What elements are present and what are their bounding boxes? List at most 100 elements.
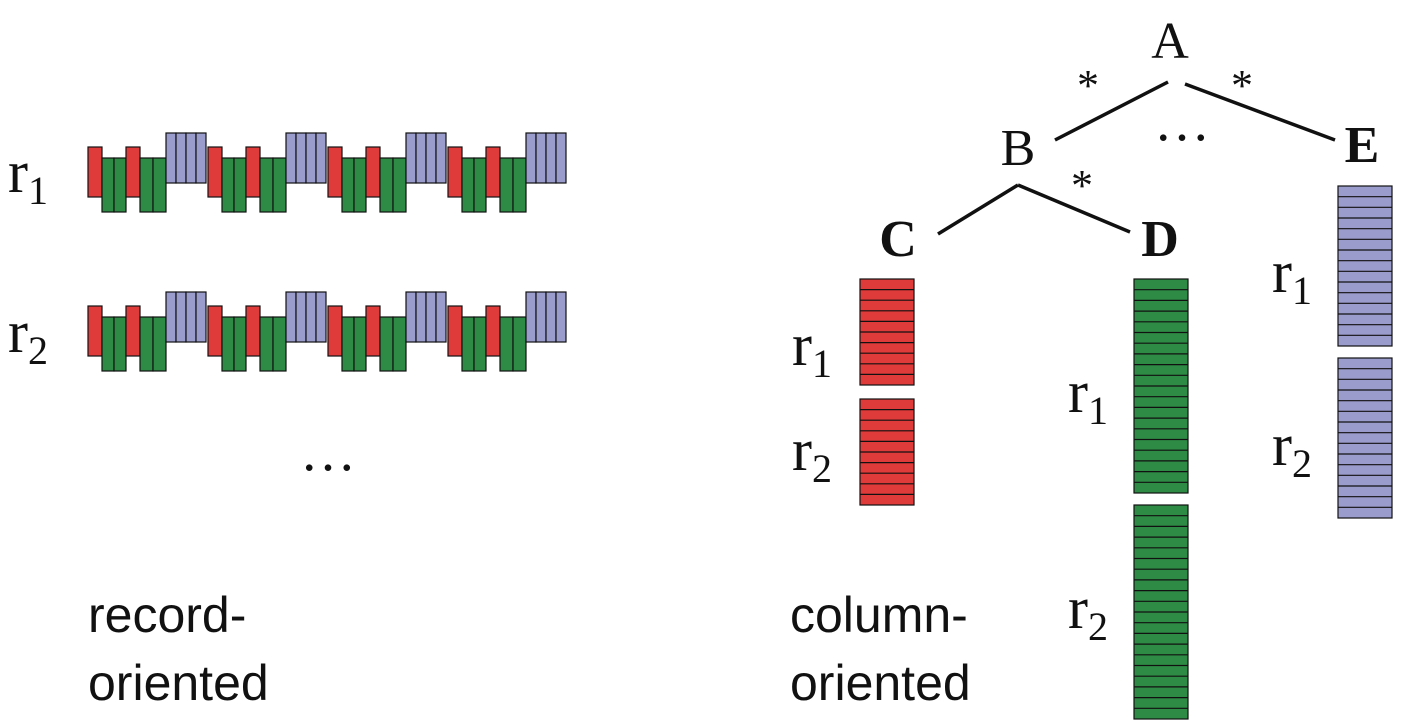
record-block-c (87, 146, 103, 198)
record-block-c (245, 146, 261, 198)
column-e-r1-block (1337, 185, 1393, 347)
record-block-d (473, 316, 487, 372)
record-block-e (195, 291, 207, 343)
record-block-c (125, 305, 141, 357)
record-block-d (272, 157, 287, 213)
record-block-e (545, 291, 557, 343)
record-block-d (499, 157, 514, 213)
repeat-star-ae: * (1231, 61, 1253, 110)
column-oriented-panel: A B E C D * * * … r1 r2 r1 r2 r1 r2 colu… (790, 13, 1393, 720)
record-row-2-label: r2 (8, 299, 48, 373)
record-block-e (435, 132, 447, 184)
record-ellipsis: … (300, 421, 356, 483)
record-block-d (392, 316, 407, 372)
record-strip-r1 (87, 132, 567, 213)
record-block-e (305, 132, 317, 184)
record-block-d (221, 316, 235, 372)
node-e: E (1345, 117, 1380, 174)
record-block-c (245, 305, 261, 357)
record-block-c (87, 305, 103, 357)
record-block-e (525, 132, 537, 184)
record-block-c (365, 146, 381, 198)
record-block-e (545, 132, 557, 184)
record-block-c (447, 305, 463, 357)
record-block-c (207, 305, 223, 357)
record-block-d (461, 316, 475, 372)
record-block-e (405, 132, 417, 184)
column-stripes (859, 185, 1393, 720)
record-block-d (152, 157, 167, 213)
column-c-r2-label: r2 (792, 417, 832, 491)
repeat-star-bd: * (1071, 161, 1093, 210)
record-block-d (512, 157, 527, 213)
edge-a-e (1184, 82, 1336, 142)
record-block-d (101, 316, 115, 372)
record-block-e (535, 291, 547, 343)
record-caption-line-2: oriented (88, 655, 269, 711)
record-block-e (535, 132, 547, 184)
column-c-r1-label: r1 (792, 312, 832, 386)
record-block-d (392, 157, 407, 213)
tree-ellipsis: … (1154, 91, 1210, 153)
record-block-d (259, 316, 274, 372)
column-d-r1-label: r1 (1068, 359, 1108, 433)
record-block-e (525, 291, 537, 343)
record-block-d (353, 316, 367, 372)
record-block-d (461, 157, 475, 213)
record-block-d (353, 157, 367, 213)
record-block-e (425, 132, 437, 184)
record-block-d (341, 157, 355, 213)
edge-b-c (937, 183, 1019, 236)
record-block-e (435, 291, 447, 343)
record-block-e (185, 291, 197, 343)
record-block-c (207, 146, 223, 198)
record-block-d (101, 157, 115, 213)
node-b: B (1001, 120, 1036, 177)
record-block-c (327, 305, 343, 357)
edge-a-b (1054, 80, 1169, 142)
record-block-e (415, 291, 427, 343)
record-block-c (327, 146, 343, 198)
record-block-d (113, 316, 127, 372)
record-block-d (379, 316, 394, 372)
record-block-d (379, 157, 394, 213)
record-oriented-panel: r1 r2 … record- oriented (8, 132, 567, 711)
record-block-e (165, 291, 177, 343)
record-block-d (139, 157, 154, 213)
node-a: A (1151, 13, 1189, 70)
column-e-r2-block (1337, 357, 1393, 519)
record-block-e (425, 291, 437, 343)
repeat-star-ab: * (1077, 61, 1099, 110)
record-block-e (175, 132, 187, 184)
record-block-e (315, 132, 327, 184)
record-block-d (512, 316, 527, 372)
record-block-d (259, 157, 274, 213)
record-block-d (139, 316, 154, 372)
record-block-e (285, 132, 297, 184)
record-block-c (365, 305, 381, 357)
record-block-d (113, 157, 127, 213)
record-block-e (555, 291, 567, 343)
record-block-d (233, 157, 247, 213)
record-block-e (555, 132, 567, 184)
node-d: D (1141, 211, 1179, 268)
record-block-e (405, 291, 417, 343)
record-block-e (295, 291, 307, 343)
record-block-e (165, 132, 177, 184)
record-block-c (485, 305, 501, 357)
record-block-e (195, 132, 207, 184)
record-row-1-label: r1 (8, 139, 48, 213)
column-caption-line-2: oriented (790, 655, 971, 711)
record-block-d (221, 157, 235, 213)
record-block-d (341, 316, 355, 372)
record-block-c (485, 146, 501, 198)
column-caption-line-1: column- (790, 587, 968, 643)
record-caption-line-1: record- (88, 587, 246, 643)
record-block-c (447, 146, 463, 198)
record-block-e (185, 132, 197, 184)
record-block-d (473, 157, 487, 213)
record-block-e (295, 132, 307, 184)
record-block-e (285, 291, 297, 343)
record-block-d (272, 316, 287, 372)
node-c: C (879, 211, 917, 268)
